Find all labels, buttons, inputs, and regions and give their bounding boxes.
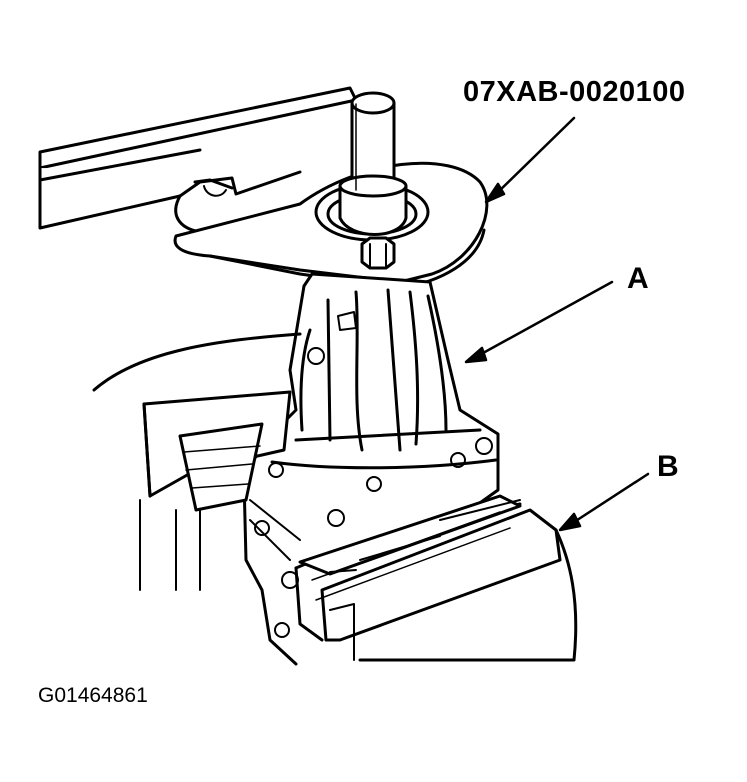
lever-handle	[38, 86, 358, 234]
arrowhead-b	[558, 512, 582, 532]
leader-tool	[492, 116, 576, 198]
tool-plate	[173, 91, 489, 290]
callout-label-a: A	[627, 262, 649, 295]
figure-id: G01464861	[38, 684, 148, 707]
arrowhead-tool	[484, 182, 506, 204]
leader-b	[566, 472, 650, 528]
leader-arrows	[464, 116, 650, 532]
housing-a	[242, 272, 500, 666]
callout-label-b: B	[657, 450, 679, 483]
tool-part-number-label: 07XAB-0020100	[463, 76, 686, 108]
leader-a	[472, 280, 614, 360]
vise-b	[92, 332, 578, 662]
arrowhead-a	[464, 346, 488, 364]
